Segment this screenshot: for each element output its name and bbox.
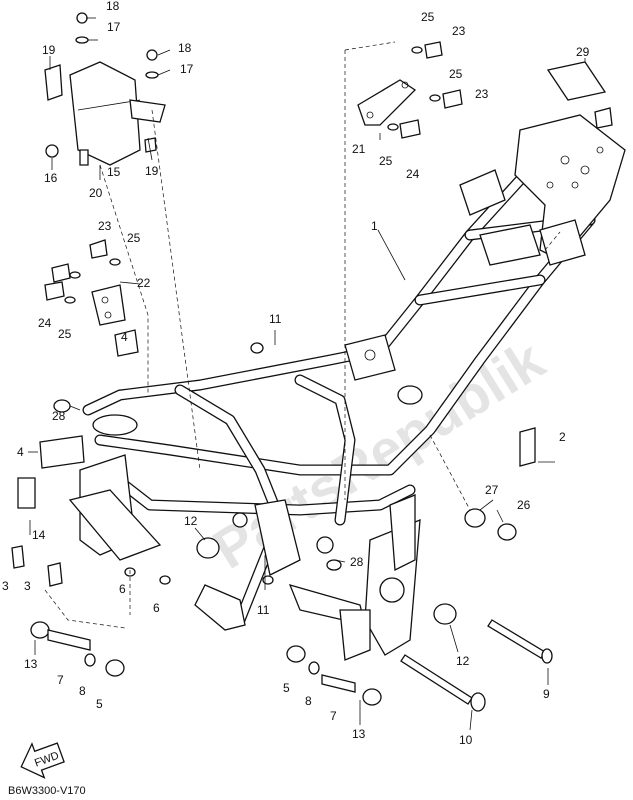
callout-13: 13 (24, 657, 38, 671)
battery-box (44, 12, 166, 166)
bolt-10-head (470, 692, 486, 712)
main-frame (68, 114, 626, 661)
callout-18: 18 (106, 0, 120, 13)
callout-17b: 17 (180, 62, 194, 76)
callout-3b: 3 (24, 579, 31, 593)
callout-24b: 24 (38, 316, 52, 330)
callout-6: 6 (119, 582, 126, 596)
callout-20: 20 (89, 186, 103, 200)
callout-25a: 25 (421, 10, 435, 24)
callout-14: 14 (32, 528, 46, 542)
bolt-9 (487, 619, 546, 659)
callout-11b: 11 (257, 603, 270, 617)
label-14 (17, 477, 36, 509)
callout-1: 1 (371, 219, 378, 233)
callout-19b: 19 (145, 164, 159, 178)
label-3a (11, 545, 25, 569)
callout-4: 4 (17, 445, 24, 459)
bushings (30, 342, 517, 706)
callout-12b: 12 (456, 654, 470, 668)
callout-29: 29 (576, 45, 590, 59)
bolt-9-head (541, 648, 553, 664)
callout-28: 28 (52, 409, 66, 423)
callout-5: 5 (96, 697, 103, 711)
callout-28b: 28 (350, 555, 364, 569)
callout-11: 11 (269, 312, 282, 326)
callout-7b: 7 (330, 709, 337, 723)
callout-23b: 23 (475, 87, 489, 101)
callout-21: 21 (352, 142, 366, 156)
callout-6b: 6 (153, 601, 160, 615)
bolt-28-top (594, 107, 613, 129)
callout-15: 15 (107, 165, 121, 179)
callout-2: 2 (559, 430, 566, 444)
label-4b (114, 329, 139, 357)
callout-18b: 18 (178, 41, 192, 55)
callout-3: 3 (2, 579, 9, 593)
bolt-10 (400, 654, 473, 705)
callout-17: 17 (107, 20, 121, 34)
bracket-21 (357, 41, 463, 139)
leader-lines (28, 17, 586, 731)
callout-25c: 25 (379, 154, 393, 168)
callout-13b: 13 (352, 727, 366, 741)
callout-22: 22 (137, 276, 151, 290)
alignment-lines (44, 41, 561, 629)
callout-10: 10 (459, 733, 473, 747)
callout-23c: 23 (98, 219, 112, 233)
callout-19: 19 (42, 43, 56, 57)
callout-4b: 4 (121, 330, 128, 344)
callout-23a: 23 (452, 24, 466, 38)
callout-27: 27 (485, 483, 499, 497)
callout-26: 26 (517, 498, 531, 512)
bracket-22 (44, 239, 126, 326)
label-4 (39, 435, 85, 469)
callout-12: 12 (184, 514, 198, 528)
callouts: 1 2 3 3 4 4 5 5 6 6 7 7 8 8 9 10 11 11 1… (2, 0, 590, 747)
callout-8: 8 (79, 684, 86, 698)
callout-25d: 25 (127, 231, 141, 245)
diagram-code: B6W3300-V170 (8, 785, 86, 797)
callout-25b: 25 (449, 67, 463, 81)
callout-24: 24 (406, 167, 420, 181)
callout-16: 16 (44, 171, 58, 185)
label-29 (546, 61, 607, 101)
callout-9: 9 (543, 687, 550, 701)
fwd-arrow-icon: FWD (20, 742, 65, 779)
callout-25e: 25 (58, 327, 72, 341)
label-3b (47, 562, 63, 587)
callout-5b: 5 (283, 681, 290, 695)
callout-7: 7 (57, 673, 64, 687)
label-2 (519, 427, 536, 467)
callout-8b: 8 (305, 694, 312, 708)
